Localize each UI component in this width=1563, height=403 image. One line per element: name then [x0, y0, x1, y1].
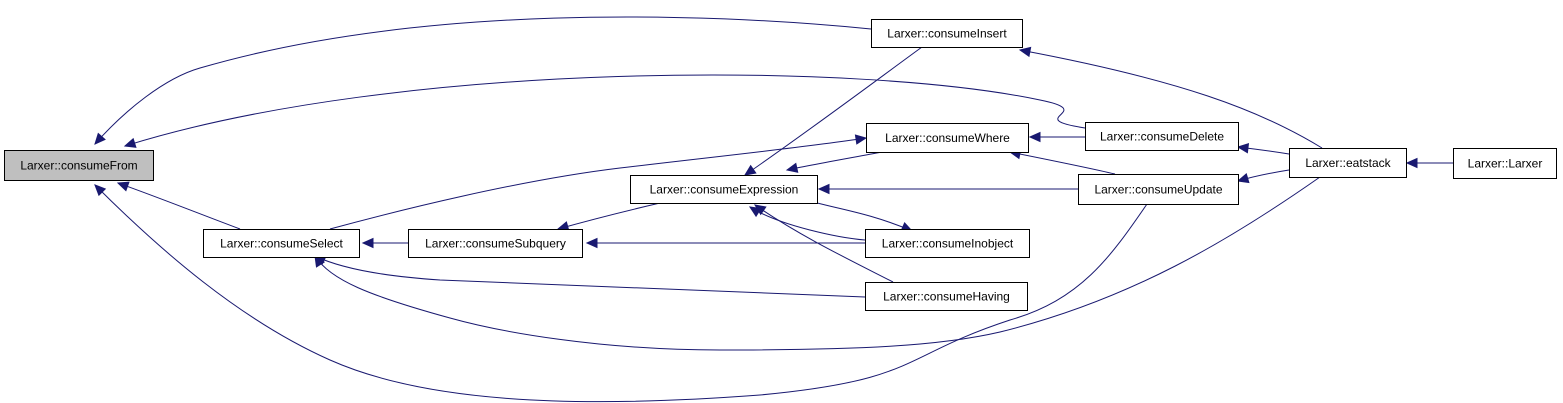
node-label: Larxer::consumeWhere: [885, 131, 1010, 145]
node-box[interactable]: [871, 19, 1023, 48]
node-box[interactable]: [408, 229, 583, 258]
arrowhead-consumeExpression: [743, 164, 757, 176]
node-eatstack[interactable]: Larxer::eatstack: [1289, 148, 1407, 178]
edge-consumeExpression-to-consumeInobject: [816, 202, 913, 232]
node-box[interactable]: [203, 229, 360, 258]
node-label: Larxer::consumeHaving: [883, 290, 1010, 304]
node-consumeHaving[interactable]: Larxer::consumeHaving: [865, 282, 1028, 311]
edge-consumeSelect-to-consumeFrom: [117, 182, 241, 230]
node-label: Larxer::consumeInobject: [882, 237, 1014, 251]
node-consumeExpression[interactable]: Larxer::consumeExpression: [630, 175, 818, 204]
edge-consumeExpression-to-consumeSubquery: [557, 202, 661, 230]
edge-consumeUpdate-to-consumeFrom: [94, 184, 1148, 403]
arrowhead-eatstack: [1405, 157, 1418, 169]
node-box[interactable]: [1085, 122, 1239, 151]
node-label: Larxer::consumeDelete: [1100, 130, 1224, 144]
node-box[interactable]: [630, 175, 818, 204]
node-consumeDelete[interactable]: Larxer::consumeDelete: [1085, 122, 1239, 151]
edge-consumeInobject-to-consumeExpression: [749, 206, 866, 241]
arrowhead-consumeDelete: [1236, 142, 1250, 154]
arrowhead-consumeFrom: [116, 181, 130, 192]
node-consumeFrom[interactable]: Larxer::consumeFrom: [4, 150, 154, 181]
edges-layer: [94, 16, 1453, 403]
arrowhead-consumeWhere: [854, 134, 868, 145]
arrowhead-consumeFrom: [123, 137, 137, 148]
node-label: Larxer::consumeInsert: [887, 27, 1007, 41]
node-box[interactable]: [865, 282, 1028, 311]
node-label: Larxer::eatstack: [1305, 156, 1391, 170]
arrowhead-consumeExpression: [785, 162, 799, 173]
node-consumeSubquery[interactable]: Larxer::consumeSubquery: [408, 229, 583, 258]
edge-consumeUpdate-to-consumeWhere: [1009, 151, 1116, 175]
arrowhead-consumeSelect: [314, 254, 326, 268]
arrowhead-consumeSubquery: [585, 237, 598, 249]
node-label: Larxer::consumeUpdate: [1094, 183, 1222, 197]
arrowhead-consumeExpression: [817, 183, 830, 195]
node-box[interactable]: [4, 150, 154, 181]
arrowhead-consumeUpdate: [1236, 172, 1250, 184]
edge-consumeWhere-to-consumeExpression: [786, 151, 883, 171]
node-Larxer[interactable]: Larxer::Larxer: [1453, 148, 1557, 179]
node-consumeUpdate[interactable]: Larxer::consumeUpdate: [1078, 174, 1239, 205]
nodes-layer: Larxer::consumeFromLarxer::consumeSelect…: [4, 19, 1557, 311]
node-consumeSelect[interactable]: Larxer::consumeSelect: [203, 229, 360, 258]
arrowhead-consumeWhere: [1028, 131, 1041, 143]
node-consumeWhere[interactable]: Larxer::consumeWhere: [866, 123, 1029, 153]
node-label: Larxer::consumeExpression: [650, 183, 799, 197]
edge-consumeHaving-to-consumeSelect: [314, 255, 866, 298]
node-label: Larxer::consumeFrom: [20, 159, 137, 173]
arrowhead-consumeFrom: [94, 184, 107, 197]
arrowhead-consumeFrom: [94, 132, 106, 145]
node-box[interactable]: [1289, 148, 1407, 178]
arrowhead-consumeInsert: [1018, 46, 1032, 58]
edge-consumeSelect-to-consumeWhere: [329, 137, 867, 230]
edge-consumeInsert-to-consumeFrom: [94, 16, 872, 145]
node-consumeInobject[interactable]: Larxer::consumeInobject: [865, 229, 1030, 258]
arrowhead-consumeExpression: [753, 204, 767, 216]
node-box[interactable]: [1453, 148, 1557, 179]
node-label: Larxer::Larxer: [1468, 157, 1543, 171]
node-label: Larxer::consumeSelect: [220, 237, 343, 251]
edge-eatstack-to-consumeSelect: [314, 176, 1321, 351]
edge-consumeDelete-to-consumeFrom: [124, 74, 1086, 147]
edge-consumeInsert-to-consumeExpression: [744, 46, 923, 176]
arrowhead-consumeSelect: [361, 237, 374, 249]
edge-consumeHaving-to-consumeExpression: [754, 204, 894, 283]
node-box[interactable]: [865, 229, 1030, 258]
edge-eatstack-to-consumeInsert: [1019, 49, 1323, 149]
node-label: Larxer::consumeSubquery: [425, 237, 566, 251]
node-box[interactable]: [1078, 174, 1239, 205]
node-consumeInsert[interactable]: Larxer::consumeInsert: [871, 19, 1023, 48]
node-box[interactable]: [866, 123, 1029, 153]
